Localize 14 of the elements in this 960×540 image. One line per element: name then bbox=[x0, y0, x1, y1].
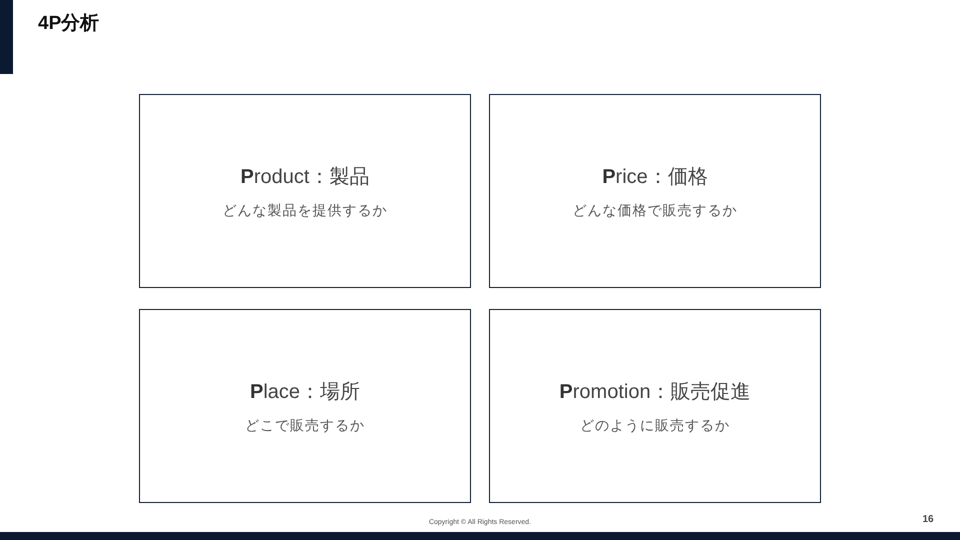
box-text: どのように販売するか bbox=[580, 416, 730, 434]
text-box bbox=[489, 94, 821, 288]
box-heading: Price：価格 bbox=[602, 165, 708, 189]
box-text: どこで販売するか bbox=[245, 416, 365, 434]
box-heading: Product：製品 bbox=[240, 165, 370, 189]
box-text: どんな価格で販売するか bbox=[572, 201, 738, 219]
text-box bbox=[489, 309, 821, 503]
page-number: 16 bbox=[922, 514, 934, 526]
box-heading: Place：場所 bbox=[250, 380, 360, 404]
text-box bbox=[139, 309, 471, 503]
box-text: どんな製品を提供するか bbox=[222, 201, 388, 219]
slide-title: 4P分析 bbox=[38, 12, 100, 36]
text-box bbox=[139, 94, 471, 288]
box-heading: Promotion：販売促進 bbox=[559, 380, 751, 404]
